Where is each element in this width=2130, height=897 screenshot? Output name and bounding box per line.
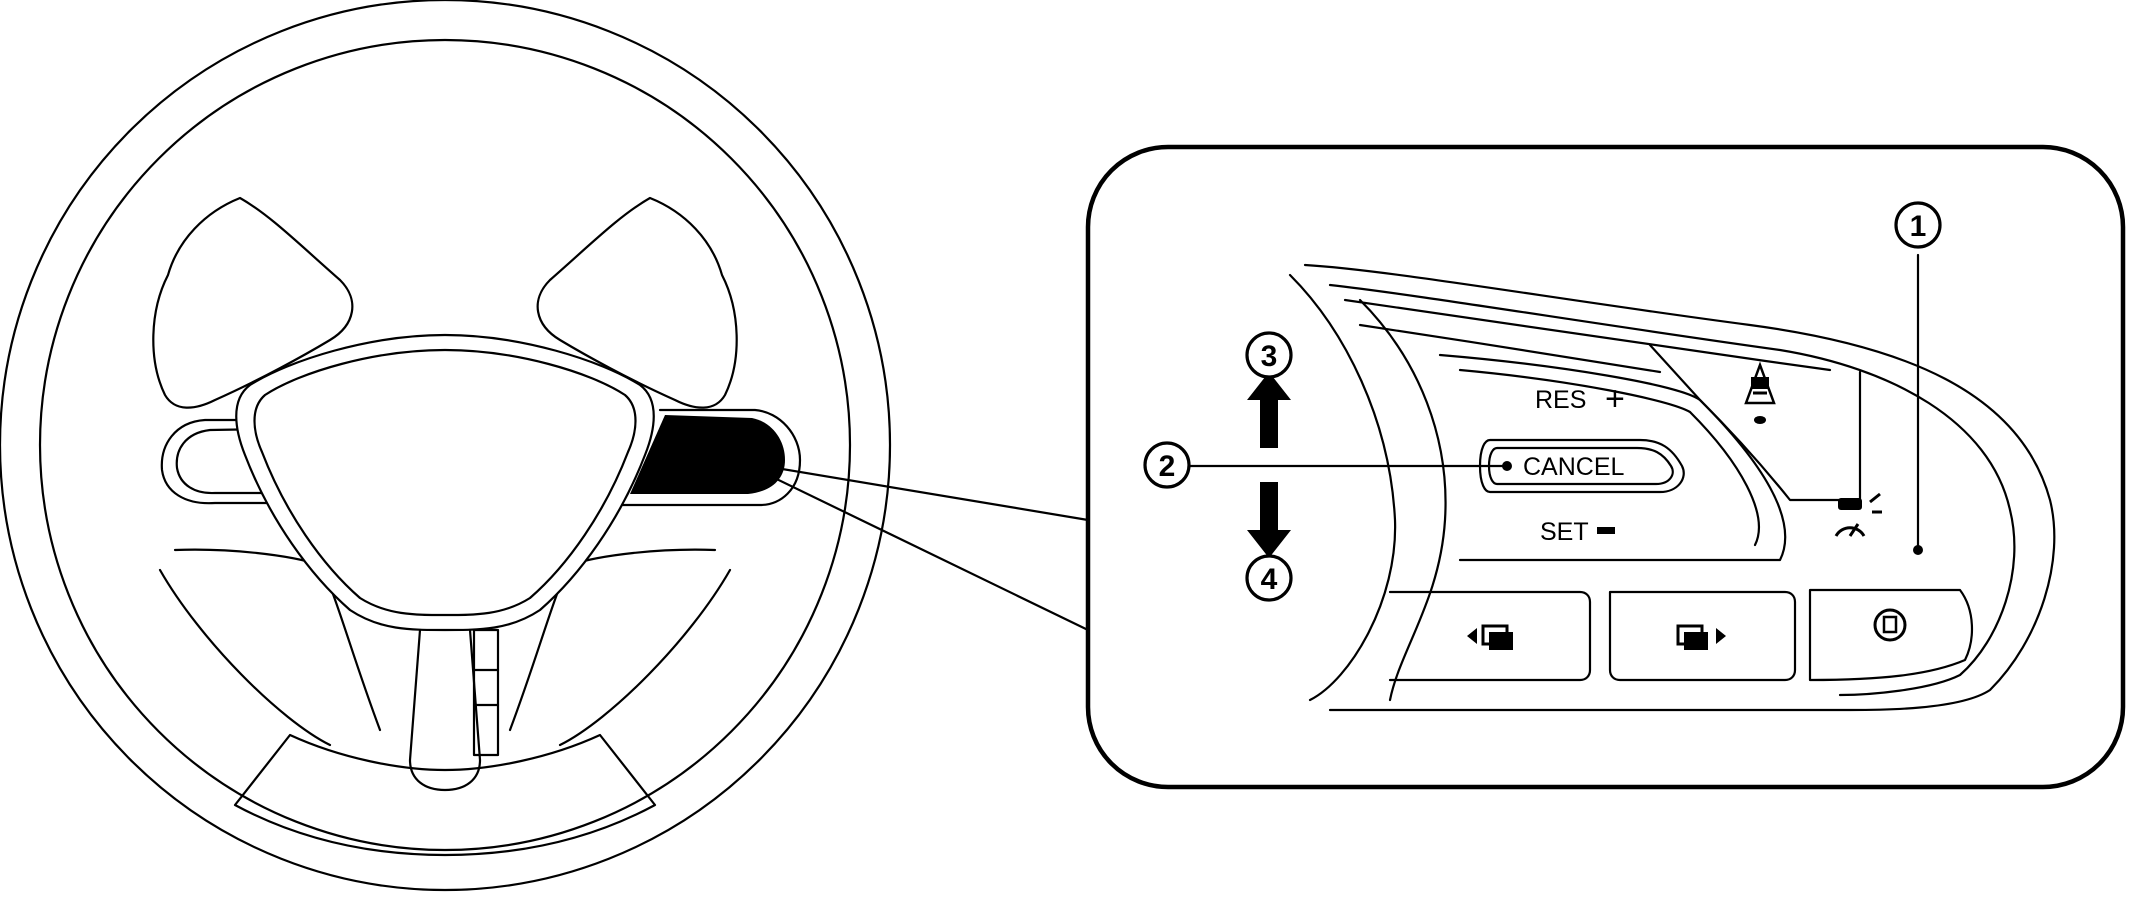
switch-highlight: [630, 415, 785, 494]
cancel-marker-dot: [1502, 461, 1512, 471]
grip-top-left: [152, 196, 354, 409]
next-screen-icon: [1676, 624, 1726, 650]
grip-top-right: [536, 196, 738, 409]
spoke-lower-left-2: [158, 568, 332, 747]
down-arrow-icon: [1247, 482, 1291, 558]
airbag-hub-inner: [253, 348, 637, 617]
switch-housing-bezel: [1288, 273, 1397, 702]
switch-housing-top-2: [1358, 323, 1662, 374]
cancel-label: CANCEL: [1523, 453, 1625, 481]
driver-assist-speedometer-icon: [1834, 492, 1882, 537]
callout-3-number: 3: [1261, 340, 1278, 373]
spoke-lower-right-2: [558, 568, 732, 747]
column-lower: [408, 628, 482, 792]
callout-2-number: 2: [1159, 450, 1176, 483]
res-label[interactable]: RES: [1535, 386, 1586, 414]
zoom-panel: RES + CANCEL SET: [1085, 144, 2126, 790]
previous-screen-button[interactable]: [1388, 590, 1592, 682]
up-arrow-icon: [1247, 372, 1291, 448]
lane-assist-button[interactable]: [1648, 343, 1862, 502]
callout-1-number: 1: [1910, 210, 1927, 243]
cancel-button-inner: [1487, 446, 1674, 486]
wheel-rim-inner: [38, 38, 852, 852]
switch-housing-inner: [1328, 283, 2016, 697]
switch-housing-outer: [1303, 263, 2056, 712]
callout-1-marker: [1913, 545, 1923, 555]
callout-3: 3: [1245, 331, 1293, 379]
next-screen-button[interactable]: [1608, 590, 1797, 682]
set-label[interactable]: SET: [1540, 518, 1589, 546]
zoom-panel-frame: [1085, 144, 2126, 790]
callout-4: 4: [1245, 554, 1293, 602]
spoke-left: [160, 418, 332, 505]
spoke-right: [613, 408, 802, 507]
lane-assist-icon: [1744, 361, 1776, 424]
switch-housing-top-1: [1343, 298, 1832, 372]
switch-housing-bezel-2: [1358, 298, 1447, 702]
cancel-button[interactable]: [1478, 438, 1685, 494]
set-minus-sign: [1597, 527, 1615, 534]
callout-4-number: 4: [1261, 563, 1278, 596]
wheel-rim-outer: [0, 0, 891, 891]
vehicle-distance-icon: [1873, 608, 1907, 642]
spoke-left-inner: [175, 426, 327, 495]
column-segments: [472, 628, 500, 757]
callout-2: 2: [1143, 441, 1191, 489]
steering-wheel: [0, 0, 891, 891]
rocker-switch-inner: [1458, 368, 1760, 547]
previous-screen-icon: [1467, 624, 1513, 650]
grip-bottom: [233, 733, 657, 857]
callout-1: 1: [1894, 201, 1942, 249]
res-plus-sign: +: [1605, 380, 1625, 418]
airbag-hub: [235, 333, 655, 632]
vehicle-distance-button[interactable]: [1808, 588, 1974, 682]
zoom-leader-lines: [756, 463, 1090, 632]
